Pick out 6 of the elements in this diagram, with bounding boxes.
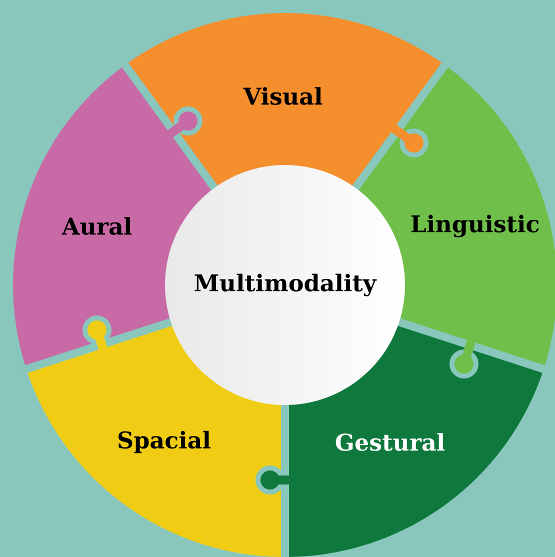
segment-label: Linguistic bbox=[411, 214, 539, 238]
segment-label: Gestural bbox=[336, 433, 445, 451]
segment-label: Spacial bbox=[118, 430, 210, 454]
segment-label: Aural bbox=[62, 217, 132, 235]
segment-label: Visual bbox=[243, 87, 322, 105]
node-text: Multimodality bbox=[194, 274, 377, 296]
